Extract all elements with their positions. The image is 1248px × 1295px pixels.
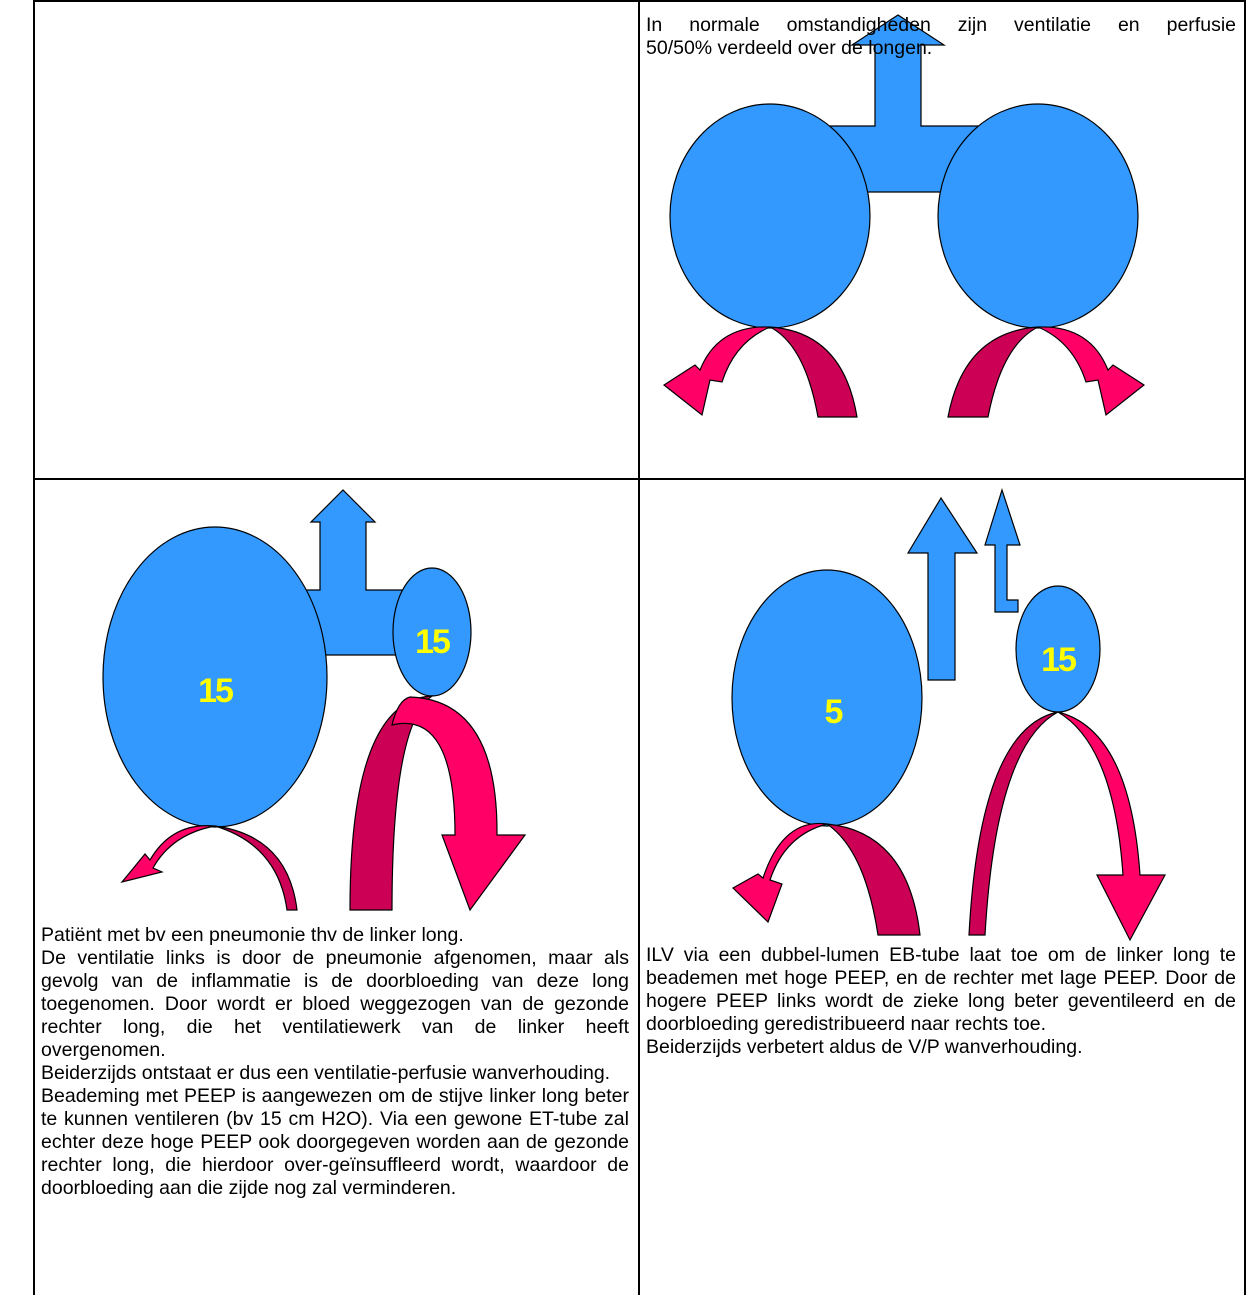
paragraph: Beiderzijds ontstaat er dus een ventilat… — [41, 1062, 629, 1085]
left-lung — [670, 104, 870, 328]
tube-arrow-left — [908, 498, 977, 680]
perfusion-arrow-small-dark — [215, 826, 297, 910]
ilv-right-lung-label: 15 — [1041, 641, 1076, 679]
perfusion-arrow-right-dark — [969, 712, 1058, 935]
perfusion-arrow-large — [392, 697, 525, 910]
diagram-normal — [664, 15, 1144, 417]
diagram-pneumonia — [103, 490, 525, 910]
perfusion-arrow-right-dark — [948, 327, 1038, 417]
perfusion-arrow-large-dark — [350, 696, 432, 910]
paragraph: Beademing met PEEP is aangewezen om de s… — [41, 1085, 629, 1200]
diagram-ilv — [732, 490, 1165, 940]
paragraph: De ventilatie links is door de pneumonie… — [41, 947, 629, 1062]
right-lung — [938, 104, 1138, 328]
perfusion-arrow-left-dark — [827, 824, 920, 935]
tube-arrow-right — [985, 490, 1020, 612]
paragraph: Beiderzijds verbetert aldus de V/P wanve… — [646, 1036, 1236, 1059]
pneumonia-left-lung-label: 15 — [198, 672, 233, 710]
perfusion-arrow-small — [122, 826, 215, 882]
ilv-left-lung-label: 5 — [825, 693, 843, 731]
pneumonia-right-lung-label: 15 — [415, 623, 450, 661]
pneumonia-description: Patiënt met bv een pneumonie thv de link… — [41, 924, 629, 1295]
paragraph: ILV via een dubbel-lumen EB-tube laat to… — [646, 944, 1236, 1036]
perfusion-arrow-right — [1058, 712, 1165, 940]
paragraph: Patiënt met bv een pneumonie thv de link… — [41, 924, 629, 947]
perfusion-arrow-left-dark — [770, 327, 857, 417]
perfusion-arrow-right — [1038, 327, 1144, 415]
ilv-description: ILV via een dubbel-lumen EB-tube laat to… — [646, 944, 1236, 1059]
perfusion-arrow-left — [664, 327, 770, 415]
perfusion-arrow-left — [733, 823, 827, 922]
